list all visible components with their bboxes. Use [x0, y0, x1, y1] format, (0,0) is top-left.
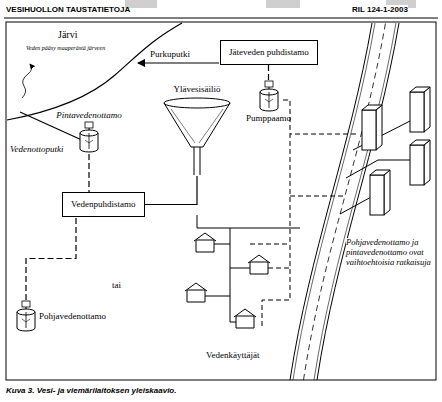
note: Pohjavedenottamo ja pintavedenottamo ova…: [346, 238, 432, 267]
houses: [185, 233, 270, 328]
header-title: VESIHUOLLON TAUSTATIETOJA: [6, 5, 130, 14]
pipe-connector: [145, 176, 197, 205]
node-label: Pintavedenottamo: [56, 110, 121, 120]
document-code: RIL 124-1-2003: [352, 5, 408, 14]
pipe-connector: [26, 217, 76, 300]
or-label: tai: [112, 280, 121, 290]
pipe-label: Purkuputki: [150, 49, 190, 59]
apartment-buildings: [362, 87, 430, 215]
node-label: Jäteveden puhdistamo: [229, 47, 309, 57]
discharge-pipe: [138, 62, 219, 63]
node-label: Pohjavedenottamo: [39, 311, 106, 321]
users-label: Vedenkäyttäjät: [206, 350, 259, 360]
scan-tab: [266, 0, 300, 8]
node-label: Vedenpuhdistamo: [71, 199, 136, 209]
cyl-icon: [257, 80, 281, 112]
frame: [6, 22, 436, 380]
pipe-label: Vedenottoputki: [10, 144, 64, 154]
tower-icon: [161, 95, 233, 175]
road: [290, 23, 399, 380]
pipe-connector: [268, 65, 269, 80]
lake-note: Veden pääsy maaperästä järveen: [26, 45, 105, 52]
node-label: Pumppaamo: [246, 113, 291, 123]
groundwater-intake: Pohjavedenottamo: [14, 300, 106, 332]
surface-intake: Pintavedenottamo: [56, 110, 122, 154]
sewer: [250, 100, 356, 326]
treatment-plant-box: Vedenpuhdistamo: [62, 192, 145, 217]
node-label: Ylävesisäiliö: [174, 84, 221, 94]
cyl-icon: [14, 300, 38, 332]
header-rule: [4, 18, 438, 19]
figure-caption: Kuva 3. Vesi- ja viemärilaitoksen yleisk…: [6, 386, 176, 395]
lake-label: Järvi: [58, 29, 77, 41]
water-tower: Ylävesisäiliö: [161, 84, 233, 176]
shoreline: [7, 23, 182, 120]
treatment-plant-box: Jäteveden puhdistamo: [220, 40, 318, 65]
pumping-station: Pumppaamo: [246, 80, 291, 124]
seepage-arrow: [22, 64, 32, 98]
pipe-connector: [88, 154, 89, 192]
cyl-icon: [77, 121, 101, 153]
water-main: [197, 120, 418, 322]
